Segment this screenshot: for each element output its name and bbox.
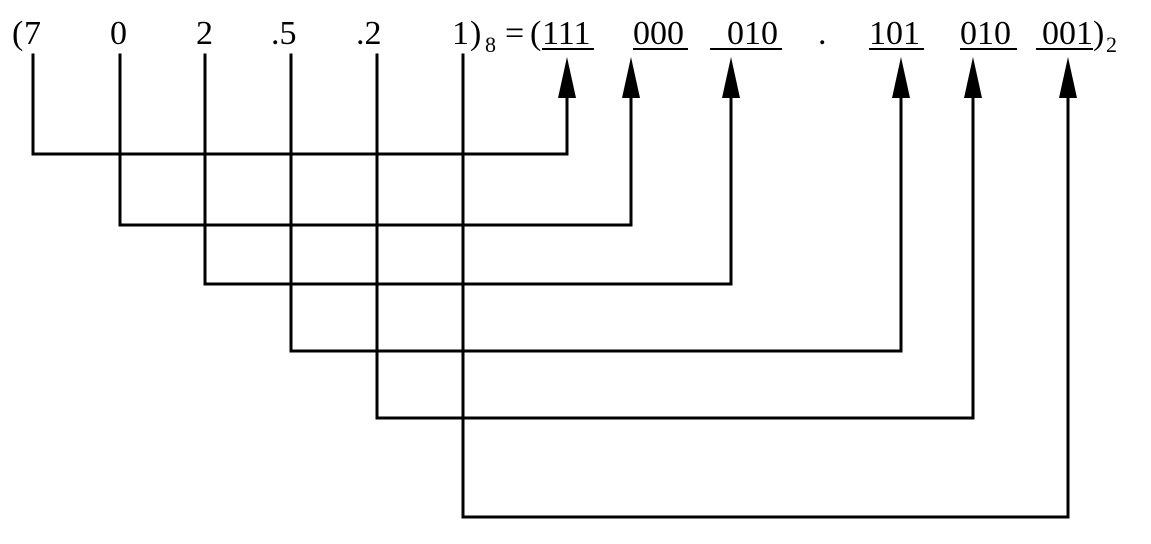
- octal-open-paren: (: [12, 15, 23, 52]
- octal-digit-5: .5: [271, 15, 297, 52]
- octal-base-subscript: 8: [485, 32, 496, 57]
- arrow-to-001: [1059, 57, 1077, 98]
- binary-point: .: [818, 15, 827, 52]
- binary-base-subscript: 2: [1106, 32, 1117, 57]
- octal-close-paren: ): [470, 15, 481, 52]
- binary-group-2: 000: [633, 15, 684, 52]
- equals-sign: =: [505, 15, 524, 52]
- octal-digit-0: 0: [110, 15, 127, 52]
- connector-7-to-111: [31, 53, 569, 156]
- connector-5-to-101: [289, 53, 903, 353]
- binary-group-3: 010: [727, 15, 778, 52]
- arrow-to-000: [622, 57, 640, 98]
- octal-digit-7: 7: [24, 15, 41, 52]
- binary-group-5: 010: [960, 15, 1011, 52]
- arrow-to-010-fraction: [964, 57, 982, 98]
- octal-digit-2: 2: [196, 15, 213, 52]
- connector-1-to-001: [461, 53, 1070, 519]
- connector-2-to-010-fraction: [375, 53, 975, 420]
- binary-close-paren: ): [1093, 15, 1104, 52]
- binary-group-1: 111: [542, 15, 590, 52]
- binary-open-paren: (: [530, 15, 541, 52]
- binary-group-6: 001: [1042, 15, 1093, 52]
- arrow-to-101: [892, 57, 910, 98]
- binary-group-4: 101: [869, 15, 920, 52]
- arrow-to-111: [558, 57, 576, 98]
- connector-2-to-010: [203, 53, 733, 286]
- octal-digit-1: 1: [452, 15, 469, 52]
- arrow-to-010: [722, 57, 740, 98]
- octal-digit-2-fraction: .2: [356, 15, 382, 52]
